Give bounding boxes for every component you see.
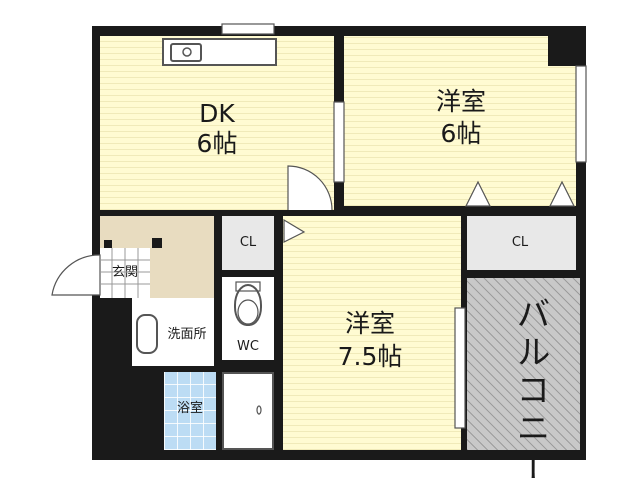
bedroom-north	[344, 36, 576, 206]
faucet-icon	[182, 47, 192, 57]
label-dk-name: DK	[199, 99, 235, 128]
label-closet-small: CL	[239, 235, 257, 250]
label-washroom: 洗面所	[167, 327, 207, 342]
window-dk-bedroom	[333, 101, 345, 183]
window-right-north	[575, 65, 587, 163]
balcony	[467, 278, 580, 450]
door-bedroom-south[interactable]	[283, 218, 306, 243]
label-dk-size: 6帖	[196, 129, 238, 158]
closet-door-right[interactable]	[549, 180, 575, 207]
genkan-step-grid	[100, 248, 150, 298]
closet-door-left[interactable]	[465, 180, 491, 207]
toilet-icon	[234, 284, 262, 326]
door-entrance[interactable]	[51, 254, 101, 296]
label-bedroom-south-name: 洋室	[344, 309, 395, 338]
closet-small	[222, 216, 274, 270]
label-closet-east: CL	[511, 235, 529, 250]
bathroom	[164, 372, 216, 450]
label-bedroom-south-size: 7.5帖	[337, 342, 403, 371]
label-toilet: WC	[237, 339, 259, 354]
label-bedroom-north-name: 洋室	[435, 87, 486, 116]
window-top	[221, 23, 275, 35]
bathtub	[222, 372, 274, 450]
post-genkan	[152, 238, 162, 248]
bedroom-south	[283, 216, 461, 450]
label-balcony: バルコニー	[510, 296, 550, 486]
wash-basin-icon	[136, 314, 158, 354]
label-bathroom: 浴室	[176, 401, 203, 416]
window-bedroom-balcony	[454, 307, 466, 429]
washroom	[132, 298, 214, 366]
post-genkan-2	[104, 240, 112, 248]
sink-icon	[170, 43, 202, 62]
closet-east	[467, 216, 576, 270]
drain-icon	[256, 405, 262, 415]
toilet-seat-icon	[237, 299, 259, 325]
label-bedroom-north-size: 6帖	[440, 119, 482, 148]
door-dk[interactable]	[287, 165, 333, 211]
toilet-tank-icon	[235, 281, 261, 292]
north-wall-notch	[548, 36, 576, 66]
